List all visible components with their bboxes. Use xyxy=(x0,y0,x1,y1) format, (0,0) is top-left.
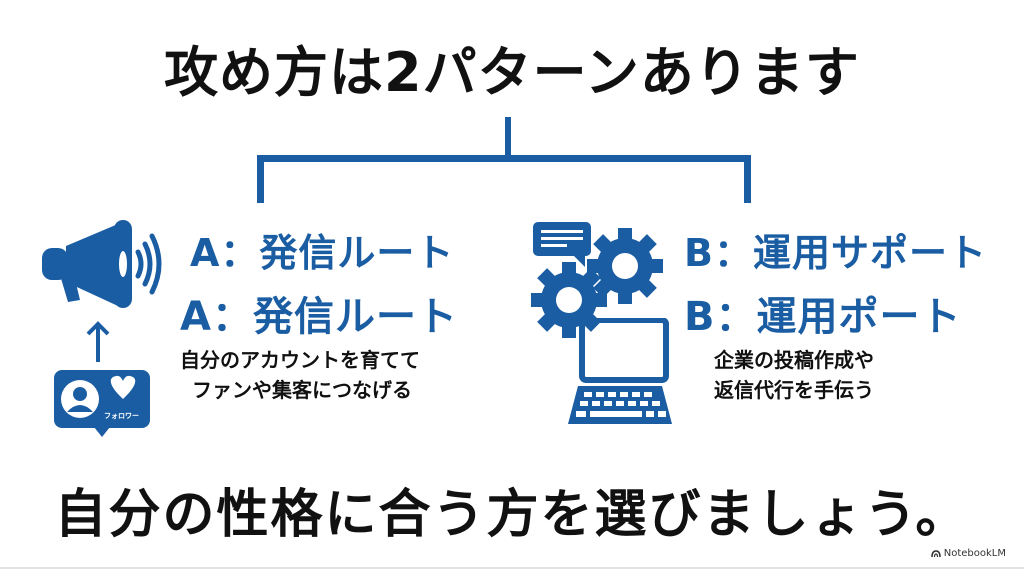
brand-label: NotebookLM xyxy=(943,548,1006,559)
laptop-icon xyxy=(568,318,672,424)
route-b-heading-duplicate: B：運用ポート xyxy=(684,294,962,340)
route-a-description: 自分のアカウントを育てて ファンや集客につなげる xyxy=(180,345,420,405)
route-b-heading: B：運用サポート xyxy=(684,231,987,275)
route-b-description: 企業の投稿作成や 返信代行を手伝う xyxy=(714,345,874,405)
megaphone-icon xyxy=(42,220,162,308)
route-b-desc-line-2: 返信代行を手伝う xyxy=(714,378,874,402)
bottom-border xyxy=(0,567,1024,569)
chat-bubble-icon xyxy=(533,222,591,267)
route-b-desc-line-1: 企業の投稿作成や xyxy=(714,348,874,372)
notebooklm-logo-icon xyxy=(931,549,941,557)
conclusion-text: 自分の性格に合う方を選びましょう。 xyxy=(54,485,970,545)
follower-badge-icon: フォロワー xyxy=(54,370,150,437)
route-a-desc-line-1: 自分のアカウントを育てて xyxy=(180,348,420,372)
gears-icon xyxy=(531,228,663,338)
route-a-desc-line-2: ファンや集客につなげる xyxy=(192,378,412,402)
follower-label: フォロワー xyxy=(104,412,139,420)
route-a-heading: A：発信ルート xyxy=(190,231,455,275)
brand-watermark: NotebookLM xyxy=(931,548,1006,559)
page-title: 攻め方は2パターンあります xyxy=(164,41,860,104)
route-a-heading-duplicate: A：発信ルート xyxy=(180,294,458,340)
arrow-up-icon xyxy=(86,321,110,362)
